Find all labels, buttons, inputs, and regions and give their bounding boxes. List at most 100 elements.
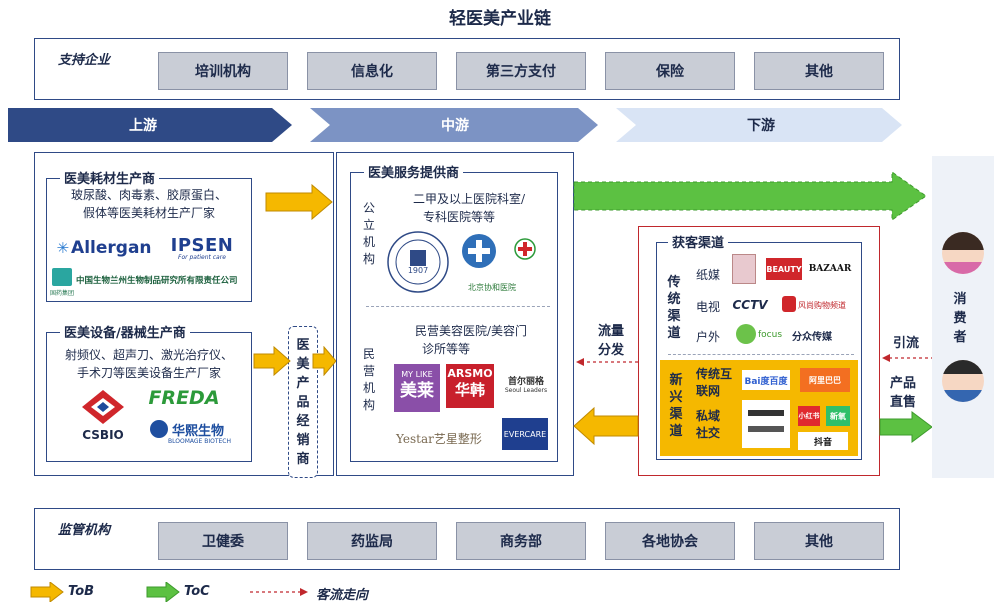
magazine-thumb bbox=[732, 254, 756, 284]
tob-arrow-materials bbox=[265, 184, 333, 220]
materials-box bbox=[46, 178, 252, 302]
support-item-it: 信息化 bbox=[307, 52, 437, 90]
fengshang-icon bbox=[782, 296, 796, 312]
legend-tob-label: ToB bbox=[68, 584, 95, 599]
emerging-label: 新兴渠道 bbox=[669, 373, 683, 439]
tob-arrow-equipment bbox=[253, 346, 291, 376]
consumer-avatar-female bbox=[942, 232, 984, 274]
seoul-leaders-logo: 首尔丽格 Seoul Leaders bbox=[504, 377, 548, 394]
ipsen-tagline: For patient care bbox=[178, 254, 226, 261]
support-item-payment: 第三方支付 bbox=[456, 52, 586, 90]
traffic-arrow-lead bbox=[882, 354, 934, 362]
lanzhou-institute: 中国生物兰州生物制品研究所有限责任公司 bbox=[76, 276, 238, 286]
yestar-logo: Yestar艺星整形 bbox=[396, 432, 482, 446]
service-title: 医美服务提供商 bbox=[364, 162, 464, 181]
channel-divider bbox=[668, 354, 854, 355]
lead-label: 引流 bbox=[892, 336, 919, 351]
beauty-logo: BEAUTY bbox=[766, 258, 802, 280]
materials-desc-1: 玻尿酸、肉毒素、胶原蛋白、 bbox=[70, 188, 227, 202]
fengshang-name: 风尚购物频道 bbox=[798, 301, 846, 310]
legend-traffic-icon bbox=[250, 588, 308, 596]
stage-upstream: 上游 bbox=[129, 118, 157, 134]
douyin-logo: 抖音 bbox=[798, 432, 848, 450]
traffic-arrow-distribution bbox=[576, 358, 638, 366]
consumer-panel bbox=[932, 156, 994, 478]
arsmo-logo: ARSMO 华韩 bbox=[446, 364, 494, 408]
service-box bbox=[350, 172, 558, 462]
regulation-label: 监管机构 bbox=[58, 523, 111, 538]
direct-sale-label: 产品直售 bbox=[889, 376, 916, 410]
distribution-label: 流量分发 bbox=[597, 324, 624, 358]
channel-print: 纸媒 bbox=[696, 268, 721, 282]
regulator-associations: 各地协会 bbox=[605, 522, 735, 560]
focus-media-name: 分众传媒 bbox=[792, 332, 832, 343]
consumer-label: 消费者 bbox=[953, 292, 967, 345]
consumer-avatar-male bbox=[942, 360, 984, 402]
focus-name: focus bbox=[758, 330, 783, 340]
materials-title: 医美耗材生产商 bbox=[60, 168, 160, 187]
stage-downstream: 下游 bbox=[747, 118, 775, 134]
support-item-insurance: 保险 bbox=[605, 52, 735, 90]
allergan-logo: ✳ Allergan bbox=[56, 238, 152, 258]
hospital-seal-year: 1907 bbox=[407, 266, 429, 275]
red-cross-icon bbox=[514, 238, 536, 260]
pumch-logo: 北京协和医院 bbox=[468, 283, 516, 292]
equipment-title: 医美设备/器械生产商 bbox=[60, 322, 190, 341]
ipsen-logo: IPSEN bbox=[170, 234, 234, 256]
traditional-label: 传统渠道 bbox=[667, 275, 681, 341]
baidu-logo: Bai度百度 bbox=[742, 370, 790, 390]
csbio-icon bbox=[82, 390, 124, 424]
equipment-box bbox=[46, 332, 252, 462]
bloomage-en: BLOOMAGE BIOTECH bbox=[168, 438, 231, 445]
hospital-emblem-icon bbox=[462, 234, 496, 268]
legend-toc-icon bbox=[146, 582, 180, 602]
bloomage-name: 华熙生物 bbox=[172, 424, 225, 439]
public-label: 公立机构 bbox=[362, 201, 375, 266]
cctv-logo: CCTV bbox=[732, 298, 768, 312]
toc-arrow-direct bbox=[879, 411, 933, 443]
focus-icon bbox=[736, 324, 756, 344]
hospital-seal-icon bbox=[387, 231, 449, 293]
private-label: 民营机构 bbox=[362, 347, 375, 412]
xiaohongshu-logo: 小红书 bbox=[798, 406, 820, 426]
freda-logo: FREDA bbox=[148, 387, 220, 409]
private-desc-1: 民营美容医院/美容门 bbox=[414, 324, 528, 338]
channel-private-social: 私域社交 bbox=[696, 409, 721, 440]
wechat-thumb bbox=[742, 400, 790, 448]
evercare-logo: EVERCARE bbox=[502, 418, 548, 450]
private-desc-2: 诊所等等 bbox=[421, 342, 470, 356]
csbio-name: CSBIO bbox=[82, 428, 124, 442]
channel-internet: 传统互联网 bbox=[696, 367, 733, 398]
regulator-mofcom: 商务部 bbox=[456, 522, 586, 560]
equipment-desc-2: 手术刀等医美设备生产厂家 bbox=[76, 366, 221, 380]
page-title: 轻医美产业链 bbox=[449, 9, 551, 29]
regulator-other: 其他 bbox=[754, 522, 884, 560]
support-item-training: 培训机构 bbox=[158, 52, 288, 90]
alibaba-logo: 阿里巴巴 bbox=[800, 368, 850, 392]
sinopharm-icon bbox=[52, 268, 72, 286]
wechat-bars-icon bbox=[748, 410, 784, 416]
regulator-nhc: 卫健委 bbox=[158, 522, 288, 560]
distributor-box bbox=[288, 326, 318, 478]
channels-title: 获客渠道 bbox=[668, 232, 729, 251]
soyoung-logo: 新氧 bbox=[826, 406, 850, 426]
mid-divider bbox=[366, 306, 550, 307]
tob-arrow-distributor bbox=[312, 346, 337, 376]
public-desc-2: 专科医院等等 bbox=[422, 210, 495, 224]
support-label: 支持企业 bbox=[58, 53, 111, 68]
distributor-label: 医美产品经销商 bbox=[296, 338, 310, 467]
public-desc-1: 二甲及以上医院科室/ bbox=[412, 192, 526, 206]
legend-toc-label: ToC bbox=[184, 584, 210, 599]
mylike-logo: MY LIKE 美莱 bbox=[394, 364, 440, 412]
legend-tob-icon bbox=[30, 582, 64, 602]
bazaar-logo: BAZAAR bbox=[808, 264, 852, 274]
support-item-other: 其他 bbox=[754, 52, 884, 90]
legend-traffic-label: 客流走向 bbox=[316, 588, 369, 603]
toc-arrow-back-to-mid bbox=[573, 406, 639, 446]
bloomage-icon bbox=[150, 420, 168, 438]
materials-desc-2: 假体等医美耗材生产厂家 bbox=[82, 206, 215, 220]
stage-bands bbox=[8, 108, 902, 142]
sinopharm-name: 国药集团 bbox=[50, 290, 75, 297]
regulator-nmpa: 药监局 bbox=[307, 522, 437, 560]
channel-tv: 电视 bbox=[696, 300, 721, 314]
